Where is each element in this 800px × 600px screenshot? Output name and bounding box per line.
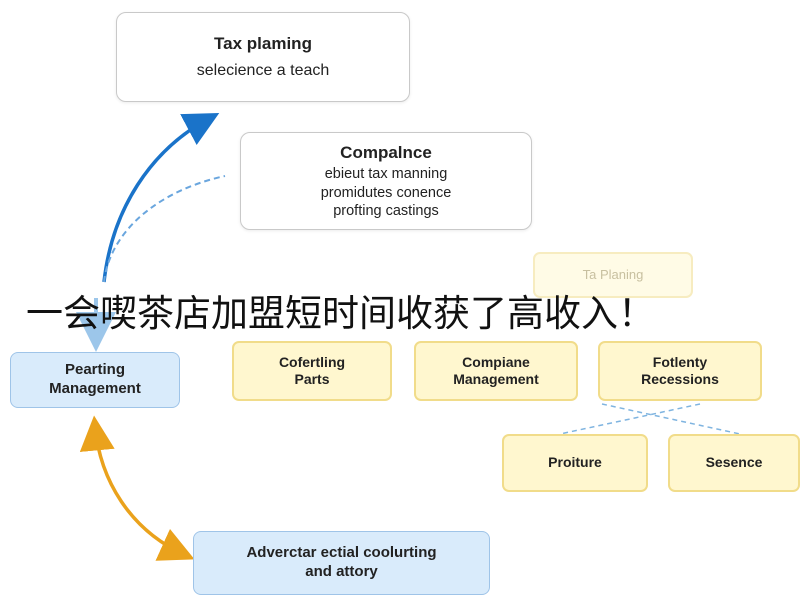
adverctar-node: Adverctar ectial coolurting and attory xyxy=(193,531,490,595)
fotlenty-recessions-line-2: Recessions xyxy=(641,371,719,387)
compliance-line-3: profting castings xyxy=(333,202,439,219)
dashed-link-sesence xyxy=(559,403,701,435)
tax-planning-subtitle: selecience a teach xyxy=(196,61,330,79)
banner-overlay-text: 一会喫茶店加盟短时间收获了高收入！ xyxy=(26,292,655,335)
fotlenty-recessions-node: Fotlenty Recessions xyxy=(598,341,762,401)
cofertling-parts-line-2: Parts xyxy=(294,371,330,387)
compiane-management-line-2: Management xyxy=(453,371,539,387)
faded-top-node: Ta Planing xyxy=(533,252,693,298)
sesence-label: Sesence xyxy=(705,454,763,471)
compliance-line-1: ebieut tax manning xyxy=(324,166,448,183)
proiture-label: Proiture xyxy=(548,454,602,471)
arrow-to-tax-planning xyxy=(102,113,220,283)
dashed-arrow-to-compliance xyxy=(103,175,226,283)
proiture-node: Proiture xyxy=(502,434,648,492)
compiane-management-line-1: Compiane xyxy=(462,353,530,370)
adverctar-line-1: Adverctar ectial coolurting xyxy=(246,544,437,562)
compiane-management-node: Compiane Management xyxy=(414,341,578,401)
compliance-node: Compalnce ebieut tax manning promidutes … xyxy=(240,132,532,230)
orange-arrow-adverctar xyxy=(79,415,195,561)
compliance-line-2: promidutes conence xyxy=(320,184,452,201)
pearting-management-line-1: Pearting xyxy=(64,361,125,379)
adverctar-line-2: and attory xyxy=(305,563,378,580)
cofertling-parts-node: Cofertling Parts xyxy=(232,341,392,401)
compliance-title: Compalnce xyxy=(340,143,432,163)
pearting-management-node: Pearting Management xyxy=(10,352,180,408)
sesence-node: Sesence xyxy=(668,434,800,492)
faded-top-label: Ta Planing xyxy=(582,266,644,282)
dashed-link-proiture xyxy=(601,403,741,435)
fotlenty-recessions-line-1: Fotlenty xyxy=(652,353,708,370)
cofertling-parts-line-1: Cofertling xyxy=(278,353,346,370)
pearting-management-line-2: Management xyxy=(49,380,141,397)
tax-planning-node: Tax plaming selecience a teach xyxy=(116,12,410,102)
tax-planning-title: Tax plaming xyxy=(214,34,312,54)
